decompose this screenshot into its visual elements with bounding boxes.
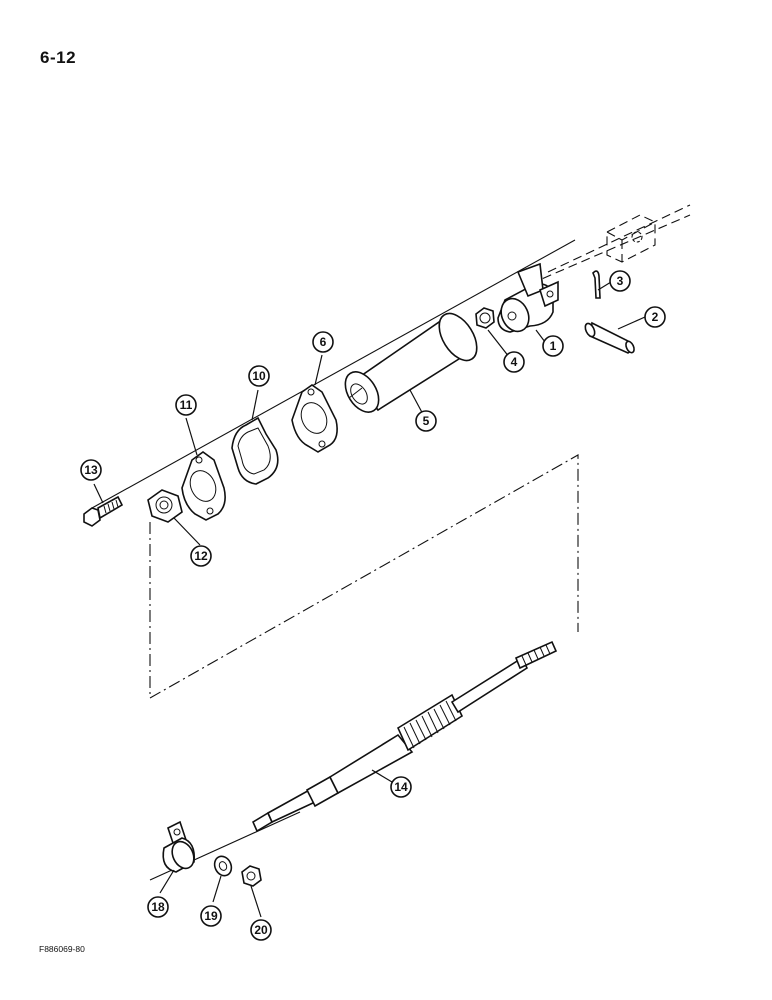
- lock-nut: [241, 865, 262, 887]
- callout-3: 3: [609, 270, 631, 292]
- nut: [475, 307, 495, 329]
- callout-label: 19: [204, 909, 218, 923]
- callout-2: 2: [644, 306, 666, 328]
- flange-plate: [181, 451, 226, 521]
- callout-label: 1: [550, 339, 557, 353]
- callout-18: 18: [147, 896, 169, 918]
- callout-label: 5: [423, 414, 430, 428]
- clamp: [162, 820, 196, 873]
- callout-label: 13: [84, 463, 98, 477]
- callout-1: 1: [542, 335, 564, 357]
- page-number: 6-12: [40, 48, 77, 67]
- threaded-shaft: [251, 640, 558, 833]
- gasket-seal: [231, 416, 279, 485]
- figure-code: F886069-80: [39, 944, 85, 954]
- callout-12: 12: [190, 545, 212, 567]
- callout-label: 4: [511, 355, 518, 369]
- callout-20: 20: [250, 919, 272, 941]
- yoke: [497, 262, 559, 333]
- callout-label: 14: [394, 780, 408, 794]
- cotter-pin: [592, 270, 601, 299]
- callout-10: 10: [248, 365, 270, 387]
- callout-11: 11: [175, 394, 197, 416]
- callout-label: 18: [151, 900, 165, 914]
- callout-label: 2: [652, 310, 659, 324]
- jam-nut: [147, 489, 183, 523]
- alignment-lines: [149, 454, 579, 699]
- callout-label: 3: [617, 274, 624, 288]
- callout-label: 10: [252, 369, 266, 383]
- callout-label: 6: [320, 335, 327, 349]
- callout-13: 13: [80, 459, 102, 481]
- bolt: [83, 495, 124, 527]
- pin: [584, 321, 635, 354]
- mounting-block-phantom: [606, 214, 656, 263]
- callout-19: 19: [200, 905, 222, 927]
- washer: [213, 855, 233, 877]
- gasket: [291, 384, 338, 453]
- assembly-axis: [91, 204, 691, 881]
- callout-14: 14: [390, 776, 412, 798]
- callout-4: 4: [503, 351, 525, 373]
- callout-6: 6: [312, 331, 334, 353]
- tube: [344, 312, 478, 413]
- callout-5: 5: [415, 410, 437, 432]
- callout-label: 11: [180, 398, 193, 412]
- callout-label: 12: [194, 549, 208, 563]
- callout-label: 20: [254, 923, 268, 937]
